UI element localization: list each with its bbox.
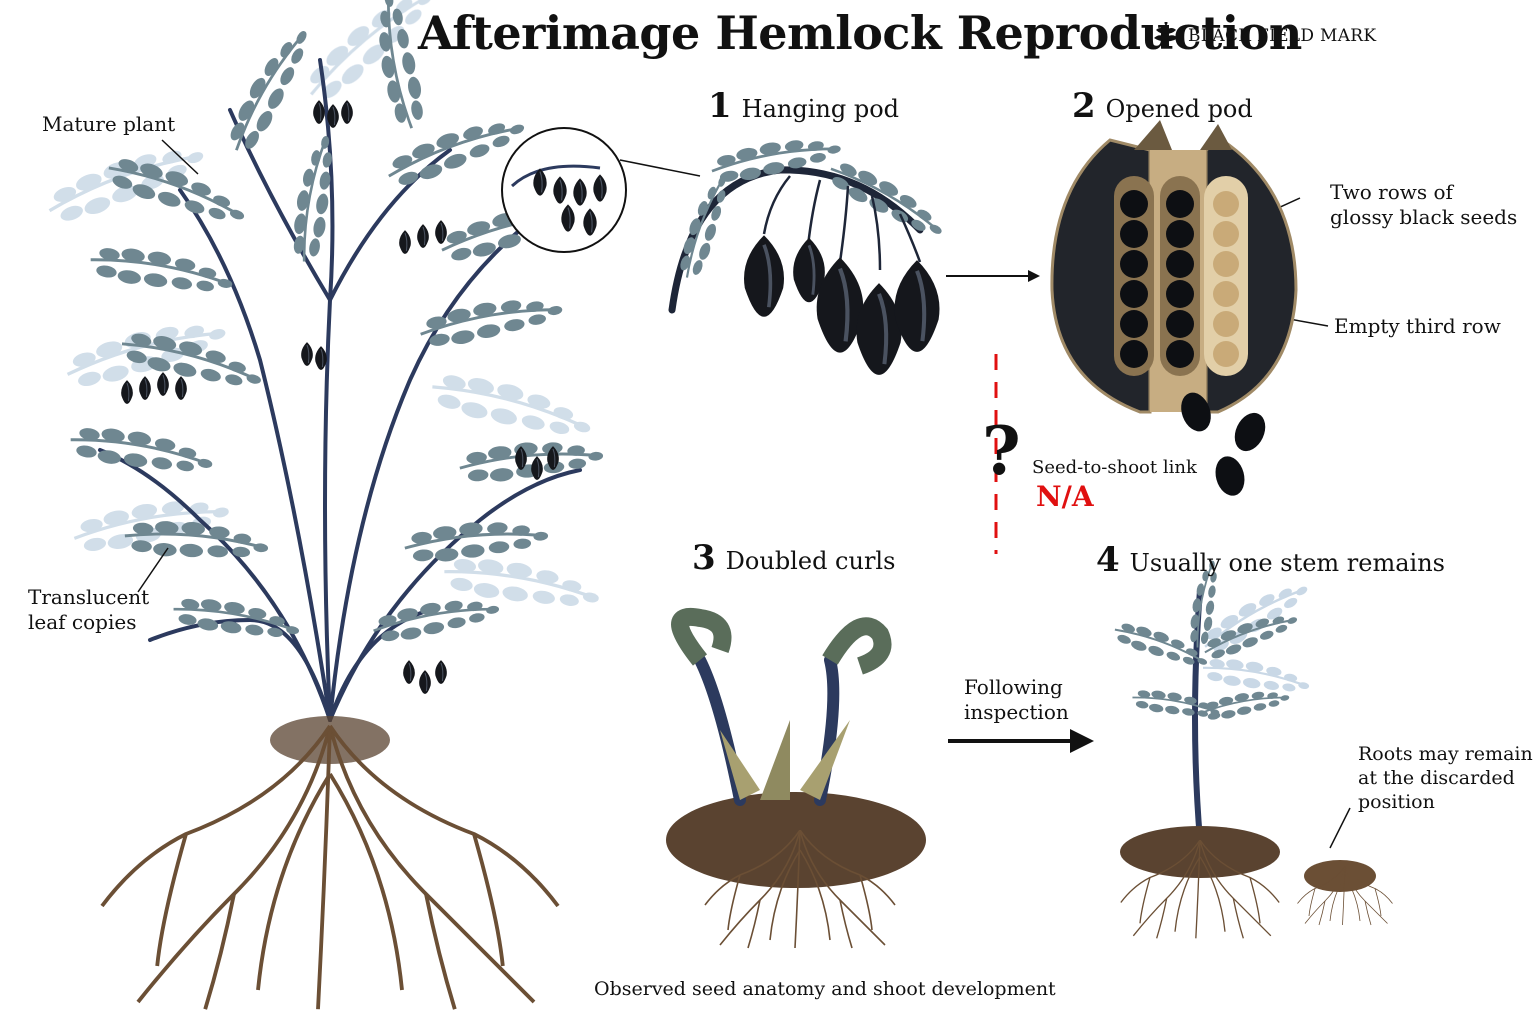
- label-following-inspection: Following inspection: [964, 675, 1069, 724]
- opened-pod-illustration: [1050, 120, 1298, 496]
- step-title: Hanging pod: [741, 95, 900, 123]
- question-mark: ?: [982, 412, 1021, 490]
- brand-text: BLACK FIELD MARK: [1188, 26, 1377, 46]
- step-title: Doubled curls: [725, 547, 896, 575]
- step-number: 2: [1072, 86, 1096, 126]
- step-number: 4: [1096, 540, 1120, 580]
- label-seed-to-shoot-link: Seed-to-shoot link: [1032, 457, 1197, 478]
- mature-plant-illustration: [40, 0, 607, 1012]
- doubled-curls-illustration: [666, 607, 926, 950]
- brand-mark: BLACK FIELD MARK: [1152, 22, 1376, 50]
- plant-mark-icon: [1154, 22, 1178, 48]
- step-2-header: 2 Opened pod: [1072, 86, 1253, 126]
- step-title: Usually one stem remains: [1129, 549, 1445, 577]
- single-stem-illustration: [1109, 558, 1393, 940]
- figure-caption: Observed seed anatomy and shoot developm…: [594, 978, 1056, 1000]
- step-1-header: 1 Hanging pod: [708, 86, 899, 126]
- page-title: Afterimage Hemlock Reproduction: [418, 6, 1302, 60]
- zoom-callout-illustration: [501, 127, 627, 253]
- step-title: Opened pod: [1105, 95, 1253, 123]
- step-number: 3: [692, 538, 716, 578]
- label-translucent-leaf-copies: Translucent leaf copies: [28, 585, 150, 634]
- step-4-header: 4 Usually one stem remains: [1096, 540, 1445, 580]
- hanging-pod-illustration: [668, 129, 952, 375]
- step-number: 1: [708, 86, 732, 126]
- label-two-rows-seeds: Two rows of glossy black seeds: [1330, 180, 1518, 229]
- label-roots-discarded: Roots may remain at the discarded positi…: [1358, 743, 1533, 813]
- flow-arrows: [946, 270, 1094, 753]
- label-mature-plant: Mature plant: [42, 112, 176, 136]
- step-3-header: 3 Doubled curls: [692, 538, 895, 578]
- link-value-na: N/A: [1036, 480, 1094, 513]
- label-empty-third-row: Empty third row: [1334, 314, 1501, 338]
